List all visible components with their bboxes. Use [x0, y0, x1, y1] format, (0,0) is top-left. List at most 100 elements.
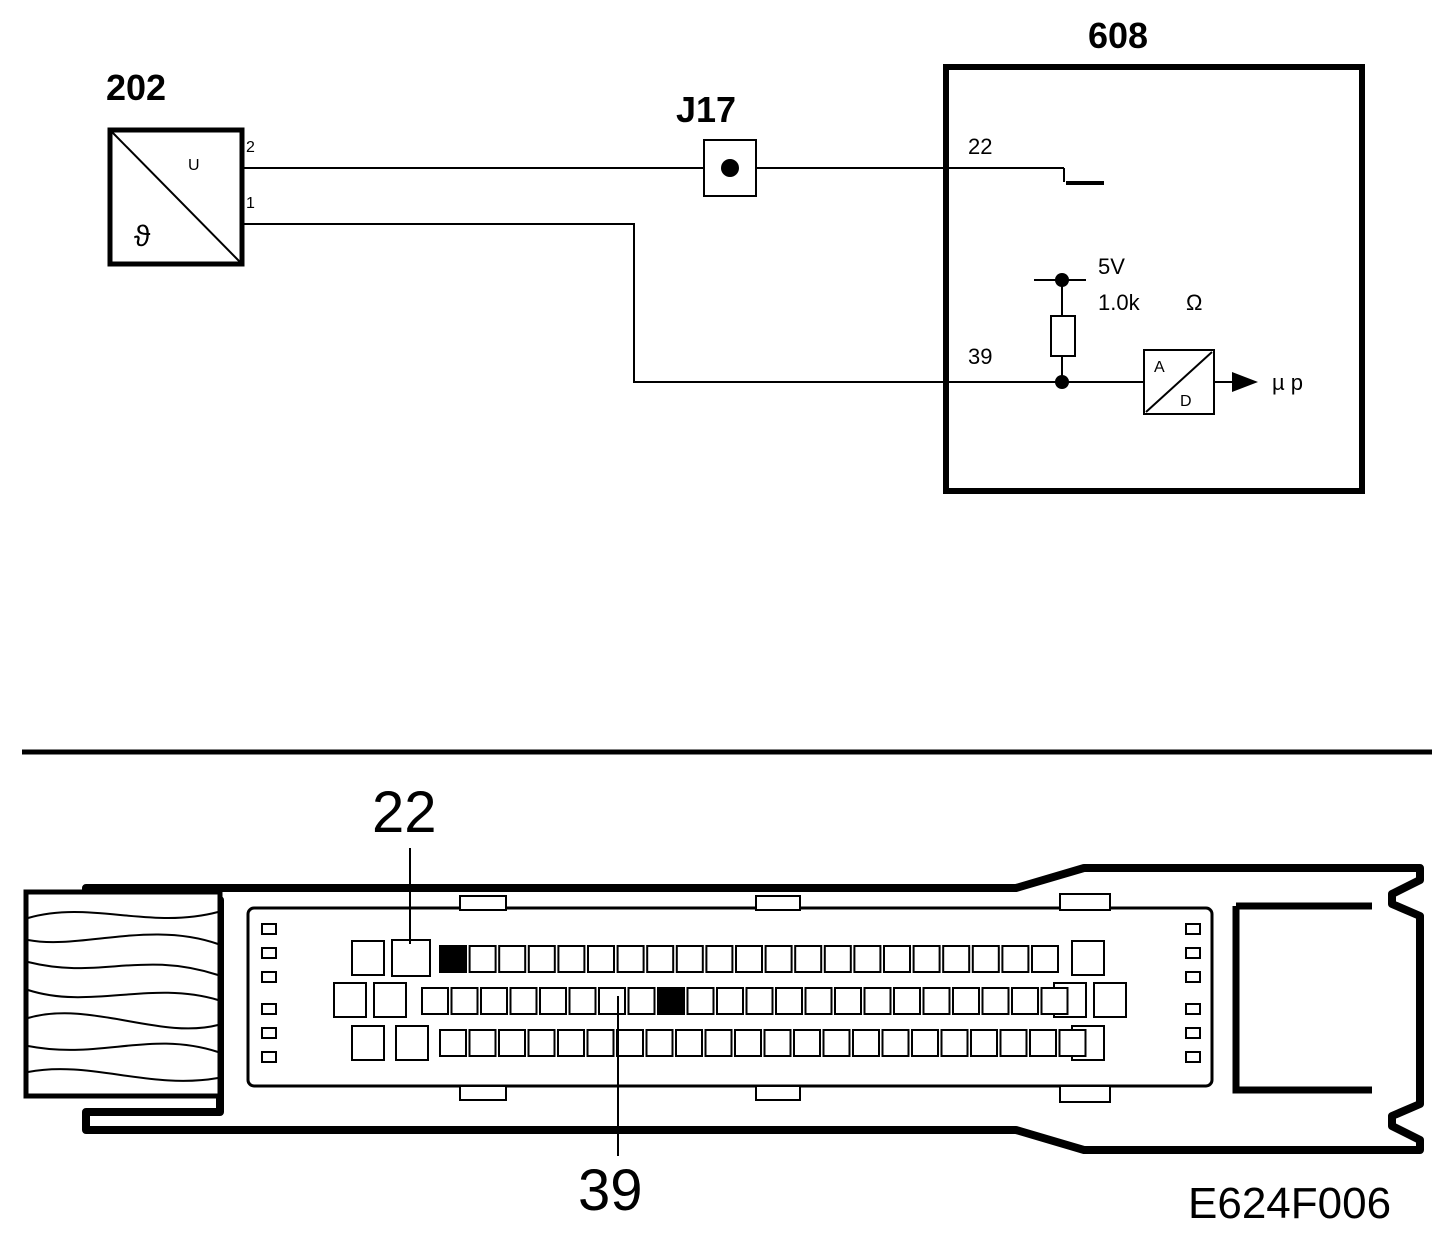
connector-pin — [675, 945, 704, 973]
power-pin — [1071, 940, 1105, 976]
ecu-pin-39-label: 39 — [968, 344, 992, 369]
schematic: 202 U ϑ 2 1 J17 608 22 39 5V 1.0k Ω — [106, 15, 1365, 494]
power-pin — [333, 982, 367, 1018]
connector-pin — [539, 987, 567, 1015]
connector-pin — [793, 1029, 821, 1057]
connector-pin — [970, 1029, 998, 1057]
signal-wire — [242, 223, 1144, 383]
connector-pin — [704, 1029, 733, 1057]
connector-pin — [527, 1029, 556, 1057]
latch — [755, 1085, 801, 1101]
connector-pin — [627, 987, 656, 1015]
cable-wire — [27, 911, 219, 919]
cable-wire — [27, 933, 219, 945]
cable-bundle — [23, 889, 223, 1099]
connector-pin — [421, 987, 449, 1015]
latch — [459, 895, 507, 911]
sensor-pin-1-label: 1 — [246, 195, 255, 212]
latch — [459, 1085, 507, 1101]
cable-wire — [27, 961, 219, 976]
resistor-value-label: 1.0k — [1098, 290, 1141, 315]
connector-pin — [705, 945, 734, 973]
latch — [1059, 1085, 1111, 1103]
connector-pin — [853, 945, 882, 973]
connector-pin — [764, 945, 793, 973]
power-pin — [351, 940, 385, 976]
ridge — [261, 1051, 277, 1063]
connector-pin — [646, 945, 675, 973]
ridge — [1185, 923, 1201, 935]
connector-pin — [686, 987, 715, 1015]
ridge — [261, 947, 277, 959]
connector-pin — [911, 1029, 939, 1057]
adc-diagonal — [1145, 351, 1213, 413]
connector-pin — [645, 1029, 674, 1057]
connector-pin — [1031, 945, 1059, 973]
connector-pin — [942, 945, 971, 973]
junction-id-label: J17 — [676, 89, 736, 130]
ecu-id-label: 608 — [1088, 15, 1148, 56]
connector-pin — [823, 945, 852, 973]
ridge — [1185, 1003, 1201, 1015]
ecu-pin-22-label: 22 — [968, 134, 992, 159]
connector-pin — [439, 1029, 467, 1057]
adc-d-label: D — [1180, 393, 1192, 410]
sensor-pin-2-label: 2 — [246, 139, 255, 156]
ohm-unit-label: Ω — [1186, 290, 1202, 315]
connector-pin — [999, 1029, 1028, 1057]
ridge — [261, 923, 277, 935]
cable-wire — [27, 1042, 219, 1053]
ridge — [1185, 947, 1201, 959]
junction-dot — [721, 159, 739, 177]
power-pin — [395, 1025, 429, 1061]
signal-node — [1055, 375, 1069, 389]
connector-pin — [598, 987, 626, 1015]
cable-wire — [27, 989, 219, 1001]
connector-pin — [1040, 987, 1069, 1015]
power-pins — [333, 940, 1127, 1061]
connector-pin — [587, 945, 615, 973]
connector-pin — [735, 945, 763, 973]
connector-view: 22 39 — [23, 780, 1424, 1223]
connector-pin — [616, 1029, 644, 1057]
connector-pin — [586, 1029, 615, 1057]
connector-pin — [834, 987, 862, 1015]
connector-pin — [509, 987, 538, 1015]
connector-pin — [498, 945, 527, 973]
highlighted-pin — [657, 987, 685, 1015]
connector-pin — [794, 945, 823, 973]
power-pin — [351, 1025, 385, 1061]
ridge — [261, 1003, 277, 1015]
connector-pin — [734, 1029, 762, 1057]
latch — [1059, 893, 1111, 911]
connector-pin — [775, 987, 803, 1015]
cable-wire — [27, 1012, 219, 1030]
ridge — [261, 1027, 277, 1039]
adc-a-label: A — [1154, 359, 1165, 376]
connector-pin — [922, 987, 951, 1015]
microprocessor-label: µ p — [1272, 370, 1303, 395]
connector-pin — [568, 987, 597, 1015]
connector-pin — [616, 945, 645, 973]
connector-pin — [822, 1029, 851, 1057]
connector-fork — [1232, 906, 1372, 1094]
ecu-box — [943, 64, 1365, 494]
connector-pin — [480, 987, 508, 1015]
ridge — [1185, 971, 1201, 983]
connector-pin — [557, 945, 586, 973]
connector-pin — [1001, 945, 1030, 973]
side-ridges — [261, 923, 1201, 1063]
connector-pin — [716, 987, 744, 1015]
connector-pin — [557, 1029, 585, 1057]
highlighted-pin — [439, 945, 467, 973]
connector-pin — [912, 945, 941, 973]
sensor-u-symbol: U — [188, 157, 200, 174]
callout-22-label: 22 — [372, 780, 437, 845]
output-arrow-icon — [1232, 372, 1258, 392]
connector-pin — [852, 1029, 880, 1057]
connector-pin — [763, 1029, 792, 1057]
connector-pin — [450, 987, 479, 1015]
connector-pin — [1058, 1029, 1087, 1057]
connector-pin — [883, 945, 911, 973]
